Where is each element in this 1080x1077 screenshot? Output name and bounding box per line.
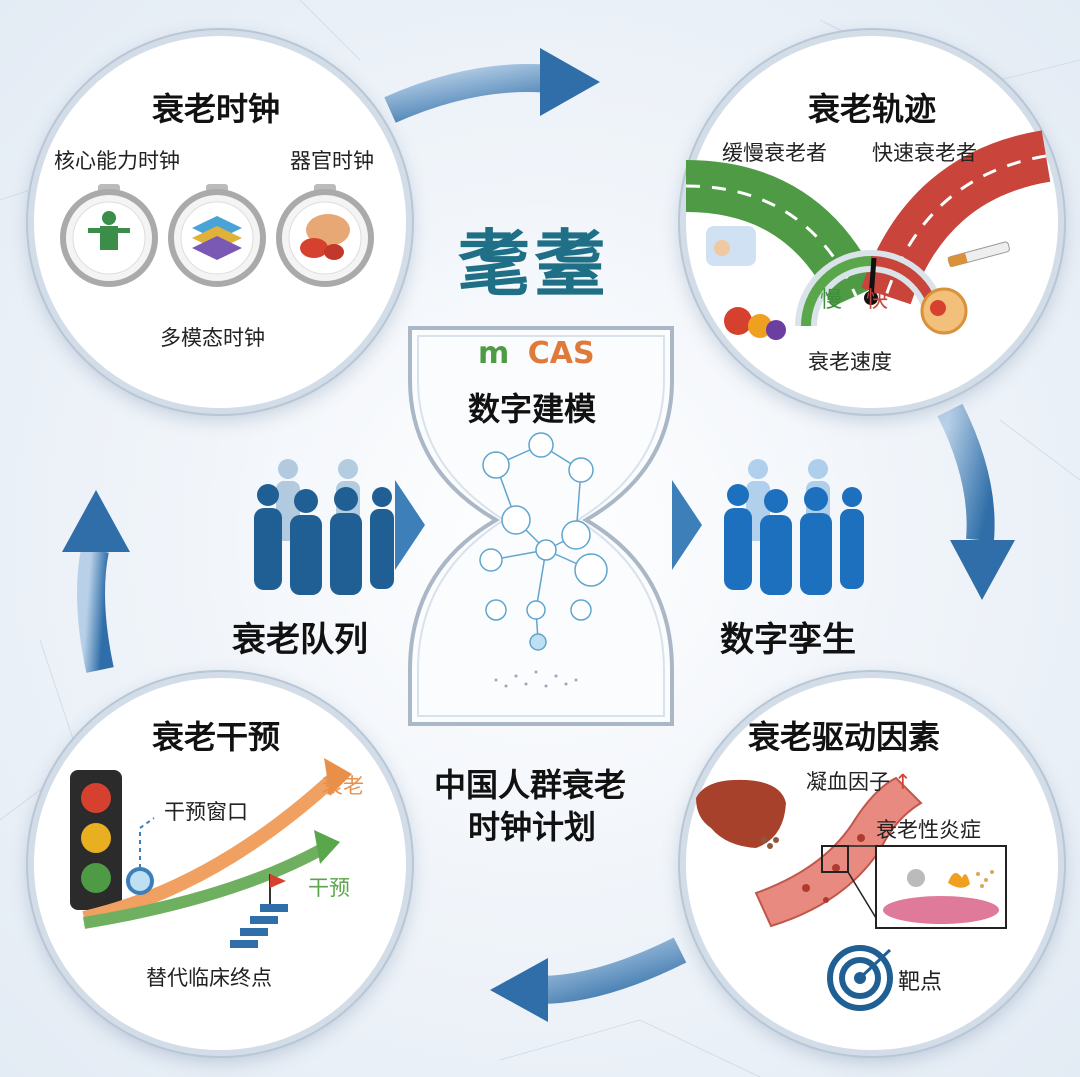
aging-cohort-icon xyxy=(254,459,394,595)
fast-ager-label: 快速衰老者 xyxy=(872,141,977,165)
sand-particles xyxy=(494,670,578,688)
intervention-graphic xyxy=(70,758,352,948)
digital-twin-label: 数字孪生 xyxy=(720,620,856,660)
liver-icon xyxy=(696,779,786,848)
aging-trajectory-title: 衰老轨迹 xyxy=(808,90,937,128)
organ-clock-label: 器官时钟 xyxy=(290,149,374,173)
calligraphy-title: 耄耋 xyxy=(458,221,611,306)
fruit-icon xyxy=(724,307,786,340)
digital-modeling-label: 数字建模 xyxy=(468,390,597,428)
organ-stopwatch-icon xyxy=(276,184,374,287)
plan-title-line1: 中国人群衰老 xyxy=(434,766,627,804)
cigarette-icon xyxy=(947,241,1010,268)
traffic-light-icon xyxy=(70,770,122,910)
trajectory-roads xyxy=(685,130,1051,340)
gauge-slow-label: 慢 xyxy=(820,288,843,313)
mcas-m: m xyxy=(478,336,510,371)
coagulation-factor-label: 凝血因子↑ xyxy=(806,766,912,796)
aging-speed-label: 衰老速度 xyxy=(808,350,892,374)
surrogate-endpoint-label: 替代临床终点 xyxy=(146,966,272,990)
core-stopwatch-icon xyxy=(60,184,158,287)
senescent-inflammation-label: 衰老性炎症 xyxy=(876,818,981,842)
digital-twin-icon xyxy=(724,459,864,595)
aging-curve-label: 衰老 xyxy=(322,774,364,798)
intervention-curve-label: 干预 xyxy=(308,876,350,900)
modeling-network xyxy=(479,432,608,651)
sleep-icon xyxy=(706,226,756,266)
up-arrow-icon: ↑ xyxy=(894,770,912,794)
target-label: 靶点 xyxy=(898,970,943,995)
slow-ager-label: 缓慢衰老者 xyxy=(722,141,827,165)
core-ability-clock-label: 核心能力时钟 xyxy=(54,149,180,173)
mcas-cas: CAS xyxy=(527,336,595,371)
intervention-curve xyxy=(83,842,327,929)
fastfood-icon xyxy=(920,287,968,335)
plan-title-line2: 时钟计划 xyxy=(468,808,597,846)
aging-intervention-title: 衰老干预 xyxy=(152,718,281,756)
intervention-point-icon xyxy=(126,867,154,895)
aging-drivers-title: 衰老驱动因素 xyxy=(748,718,941,756)
mcas-label: m CAS xyxy=(478,336,595,371)
multimodal-clock-label: 多模态时钟 xyxy=(160,326,265,350)
aging-trajectory-panel xyxy=(680,30,1064,414)
blood-vessel xyxy=(754,776,923,928)
gauge-fast-label: 快 xyxy=(866,288,889,313)
stairs-flag-icon xyxy=(230,874,288,948)
aging-clock-title: 衰老时钟 xyxy=(152,90,281,128)
target-icon xyxy=(827,945,893,1011)
intervention-window-label: 干预窗口 xyxy=(164,800,248,824)
hourglass-frame xyxy=(408,326,674,726)
aging-cohort-label: 衰老队列 xyxy=(232,620,368,660)
coagulation-factor-text: 凝血因子 xyxy=(806,770,890,794)
multimodal-stopwatch-icon xyxy=(168,184,266,287)
drivers-graphic xyxy=(696,776,1007,1011)
stopwatch-icons xyxy=(60,184,374,287)
aging-curve xyxy=(82,772,339,925)
